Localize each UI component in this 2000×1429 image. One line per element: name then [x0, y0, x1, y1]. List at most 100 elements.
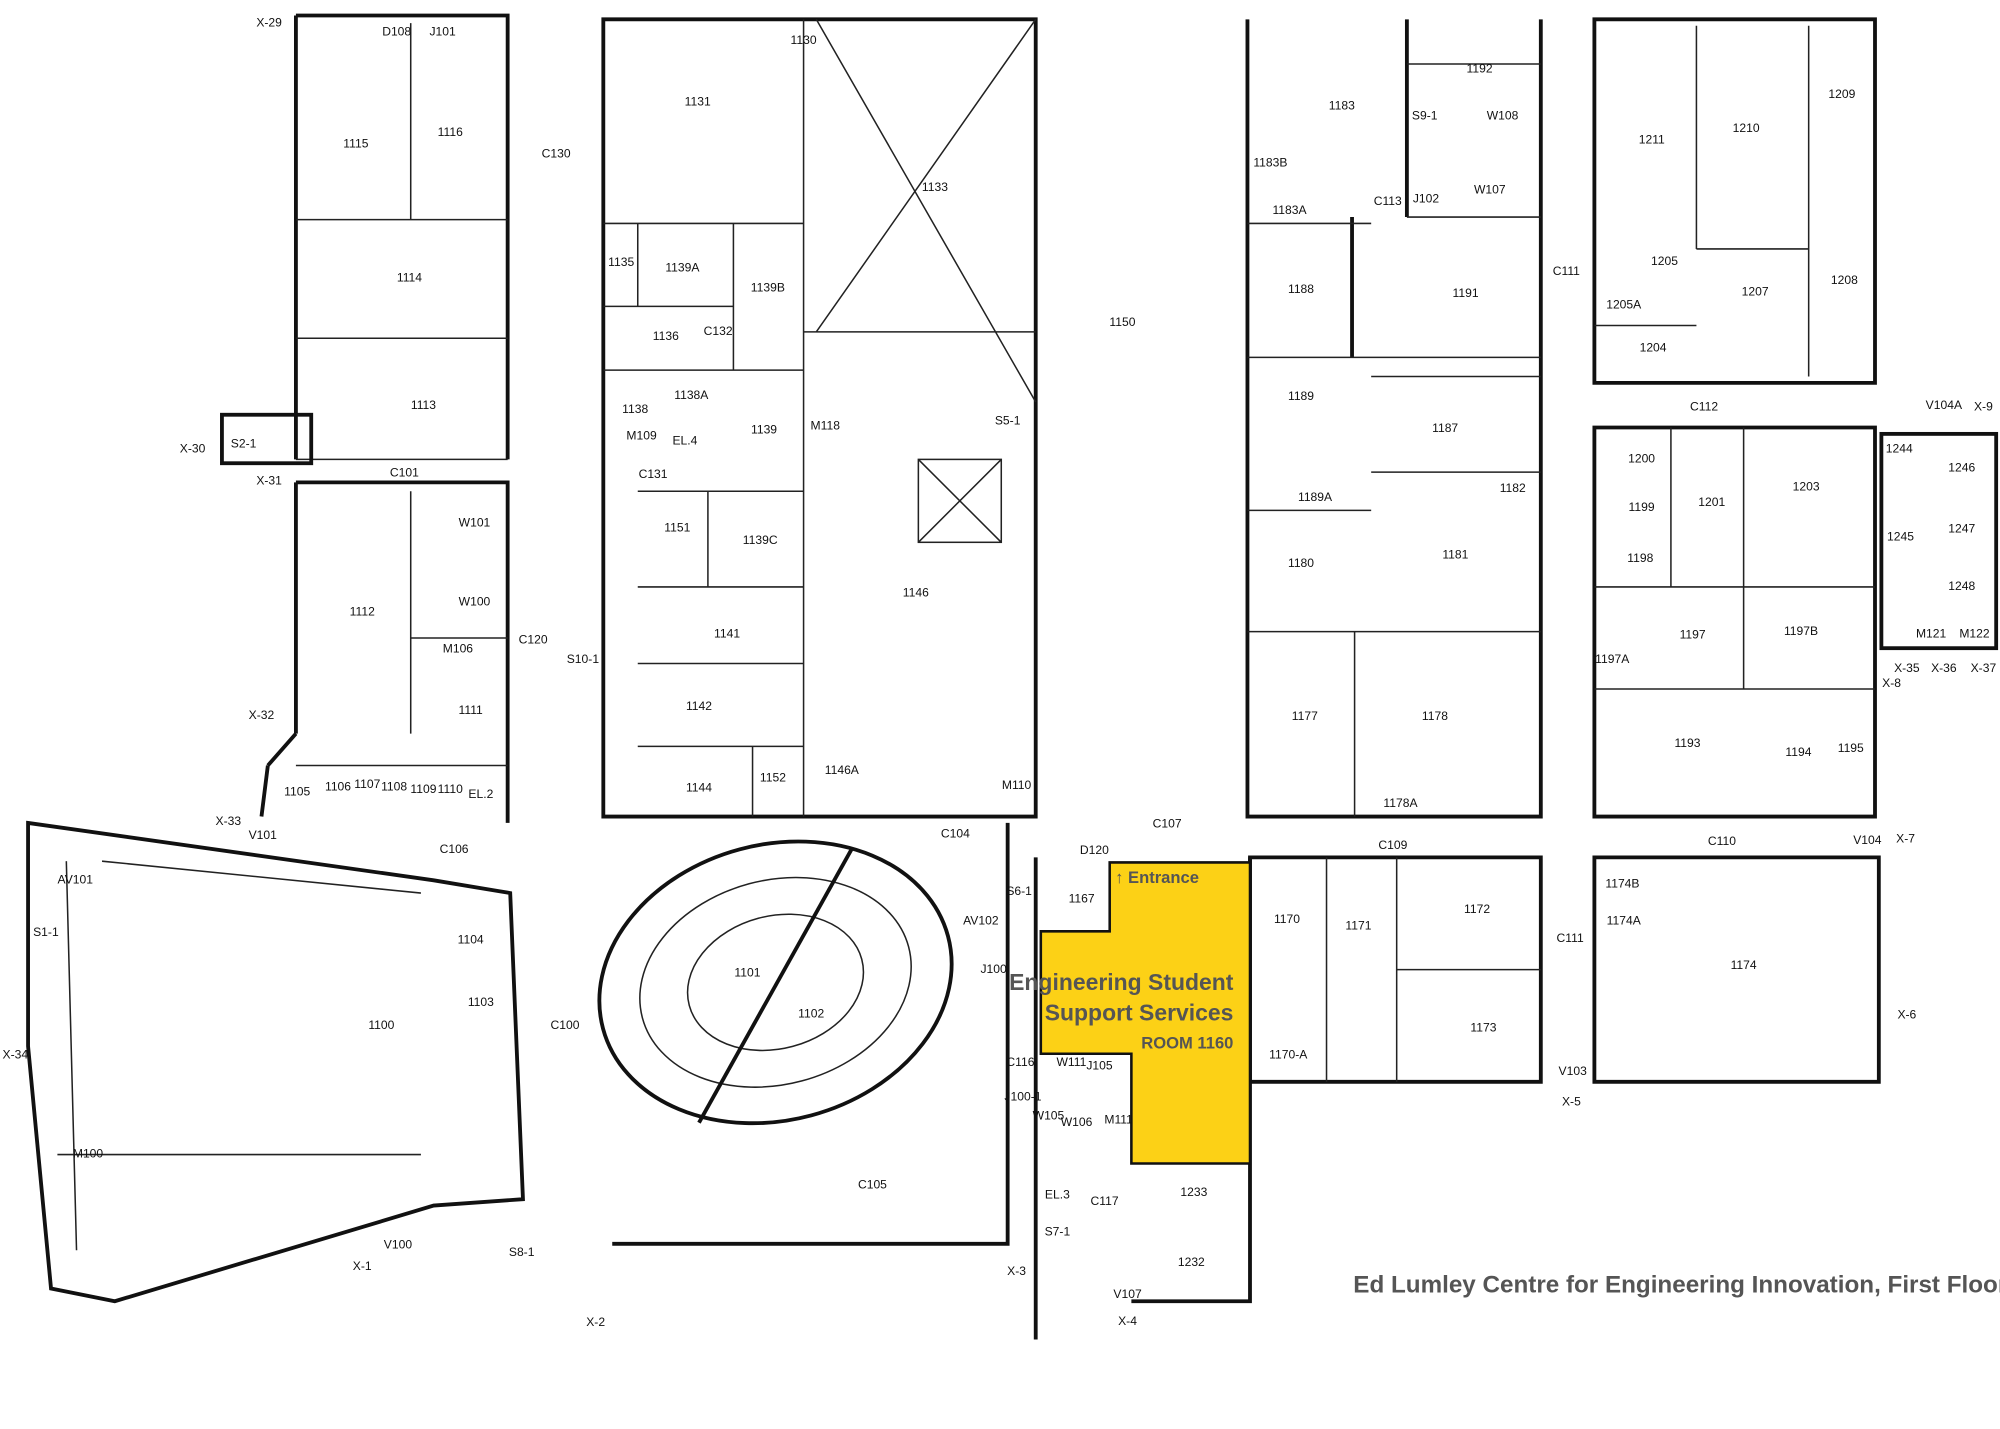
room-label: 1138: [622, 402, 648, 416]
room-label: X-33: [216, 814, 242, 828]
room-label: 1178A: [1383, 796, 1418, 810]
room-label: V100: [384, 1237, 413, 1251]
room-label: 1174B: [1605, 876, 1639, 890]
room-label: W111: [1057, 1055, 1087, 1069]
room-label: 1191: [1453, 286, 1479, 300]
room-label: 1107: [354, 777, 380, 791]
room-label: 1146: [903, 586, 929, 600]
room-label: C109: [1378, 838, 1407, 852]
room-label: AV101: [58, 873, 94, 887]
room-labels: 11151116C1301131113011331150118311921211…: [3, 15, 1997, 1329]
room-label: 1151: [664, 520, 690, 534]
room-label: 1114: [397, 270, 422, 284]
room-label: 1133: [922, 180, 948, 194]
room-label: 1189A: [1298, 490, 1333, 504]
room-label: C111: [1557, 931, 1584, 945]
room-label: 1138A: [674, 388, 709, 402]
room-label: M100: [73, 1147, 104, 1161]
room-label: X-35: [1894, 661, 1920, 675]
room-label: S2-1: [231, 436, 257, 450]
room-label: X-36: [1931, 661, 1957, 675]
room-label: C105: [858, 1177, 887, 1191]
room-label: X-3: [1007, 1264, 1026, 1278]
room-label: 1131: [685, 94, 711, 108]
room-label: 1150: [1109, 315, 1135, 329]
room-label: 1130: [791, 33, 817, 47]
room-label: C106: [440, 842, 469, 856]
room-label: W107: [1474, 182, 1506, 196]
room-label: D108: [382, 24, 411, 38]
room-label: M118: [811, 418, 841, 432]
room-label: 1182: [1500, 481, 1526, 495]
room-label: 1244: [1886, 441, 1913, 455]
highlight-name-line1: Engineering Student: [1009, 969, 1234, 995]
room-label: 1210: [1733, 121, 1760, 135]
room-label: AV102: [963, 913, 999, 927]
room-label: V101: [249, 828, 278, 842]
room-label: 1247: [1948, 522, 1975, 536]
room-label: 1109: [410, 782, 436, 796]
room-label: C113: [1374, 194, 1402, 208]
room-label: X-29: [256, 15, 282, 29]
highlighted-room-1160[interactable]: ↑ Entrance Engineering Student Support S…: [1009, 861, 1252, 1165]
room-label: C111: [1553, 264, 1580, 278]
room-label: D120: [1080, 843, 1109, 857]
room-label: X-6: [1897, 1008, 1916, 1022]
room-label: X-7: [1896, 832, 1915, 846]
room-label: 1209: [1828, 87, 1855, 101]
room-label: J100-1: [1004, 1089, 1041, 1103]
room-label: X-2: [586, 1315, 605, 1329]
room-label: S9-1: [1412, 108, 1438, 122]
room-label: 1141: [714, 626, 740, 640]
room-label: X-32: [249, 708, 275, 722]
room-label: 1144: [686, 781, 712, 795]
room-label: C107: [1153, 816, 1182, 830]
room-label: 1174: [1731, 958, 1757, 972]
room-label: C132: [704, 324, 733, 338]
room-label: 1105: [284, 785, 310, 799]
room-label: S5-1: [995, 413, 1021, 427]
room-label: C104: [941, 827, 970, 841]
room-label: 1177: [1292, 709, 1318, 723]
room-label: 1181: [1442, 547, 1468, 561]
room-label: 1195: [1838, 741, 1864, 755]
room-label: 1116: [438, 125, 463, 139]
room-label: C116: [1006, 1055, 1034, 1069]
room-label: 1180: [1288, 556, 1314, 570]
room-label: 1139C: [743, 533, 778, 547]
room-label: W101: [459, 515, 491, 529]
highlight-room-number: ROOM 1160: [1141, 1034, 1233, 1053]
room-label: 1248: [1948, 579, 1975, 593]
room-label: W106: [1061, 1115, 1093, 1129]
room-label: 1183B: [1253, 156, 1287, 170]
room-label: 1111: [459, 703, 484, 717]
room-label: 1110: [438, 782, 463, 796]
room-label: S7-1: [1045, 1225, 1071, 1239]
room-label: 1139A: [665, 260, 700, 274]
room-1160-area[interactable]: [1039, 861, 1252, 1165]
room-label: 1104: [458, 932, 484, 946]
room-label: 1108: [381, 779, 407, 793]
room-label: 1174A: [1607, 913, 1642, 927]
room-label: 1197A: [1595, 652, 1630, 666]
room-label: 1135: [608, 255, 634, 269]
room-label: V103: [1559, 1064, 1588, 1078]
room-label: X-1: [353, 1259, 372, 1273]
room-label: S6-1: [1006, 884, 1032, 898]
room-label: EL.4: [672, 434, 697, 448]
room-label: M106: [443, 642, 474, 656]
room-label: 1102: [798, 1006, 824, 1020]
room-label: 1194: [1785, 745, 1811, 759]
room-label: 1207: [1742, 285, 1769, 299]
room-label: 1146A: [825, 763, 860, 777]
room-label: C101: [390, 466, 419, 480]
room-label: W108: [1487, 108, 1519, 122]
room-label: C131: [639, 467, 668, 481]
room-label: S1-1: [33, 925, 59, 939]
room-label: 1115: [343, 137, 368, 151]
room-label: S10-1: [567, 652, 600, 666]
room-label: 1183: [1329, 98, 1355, 112]
room-label: 1232: [1178, 1255, 1205, 1269]
room-label: 1173: [1470, 1020, 1496, 1034]
